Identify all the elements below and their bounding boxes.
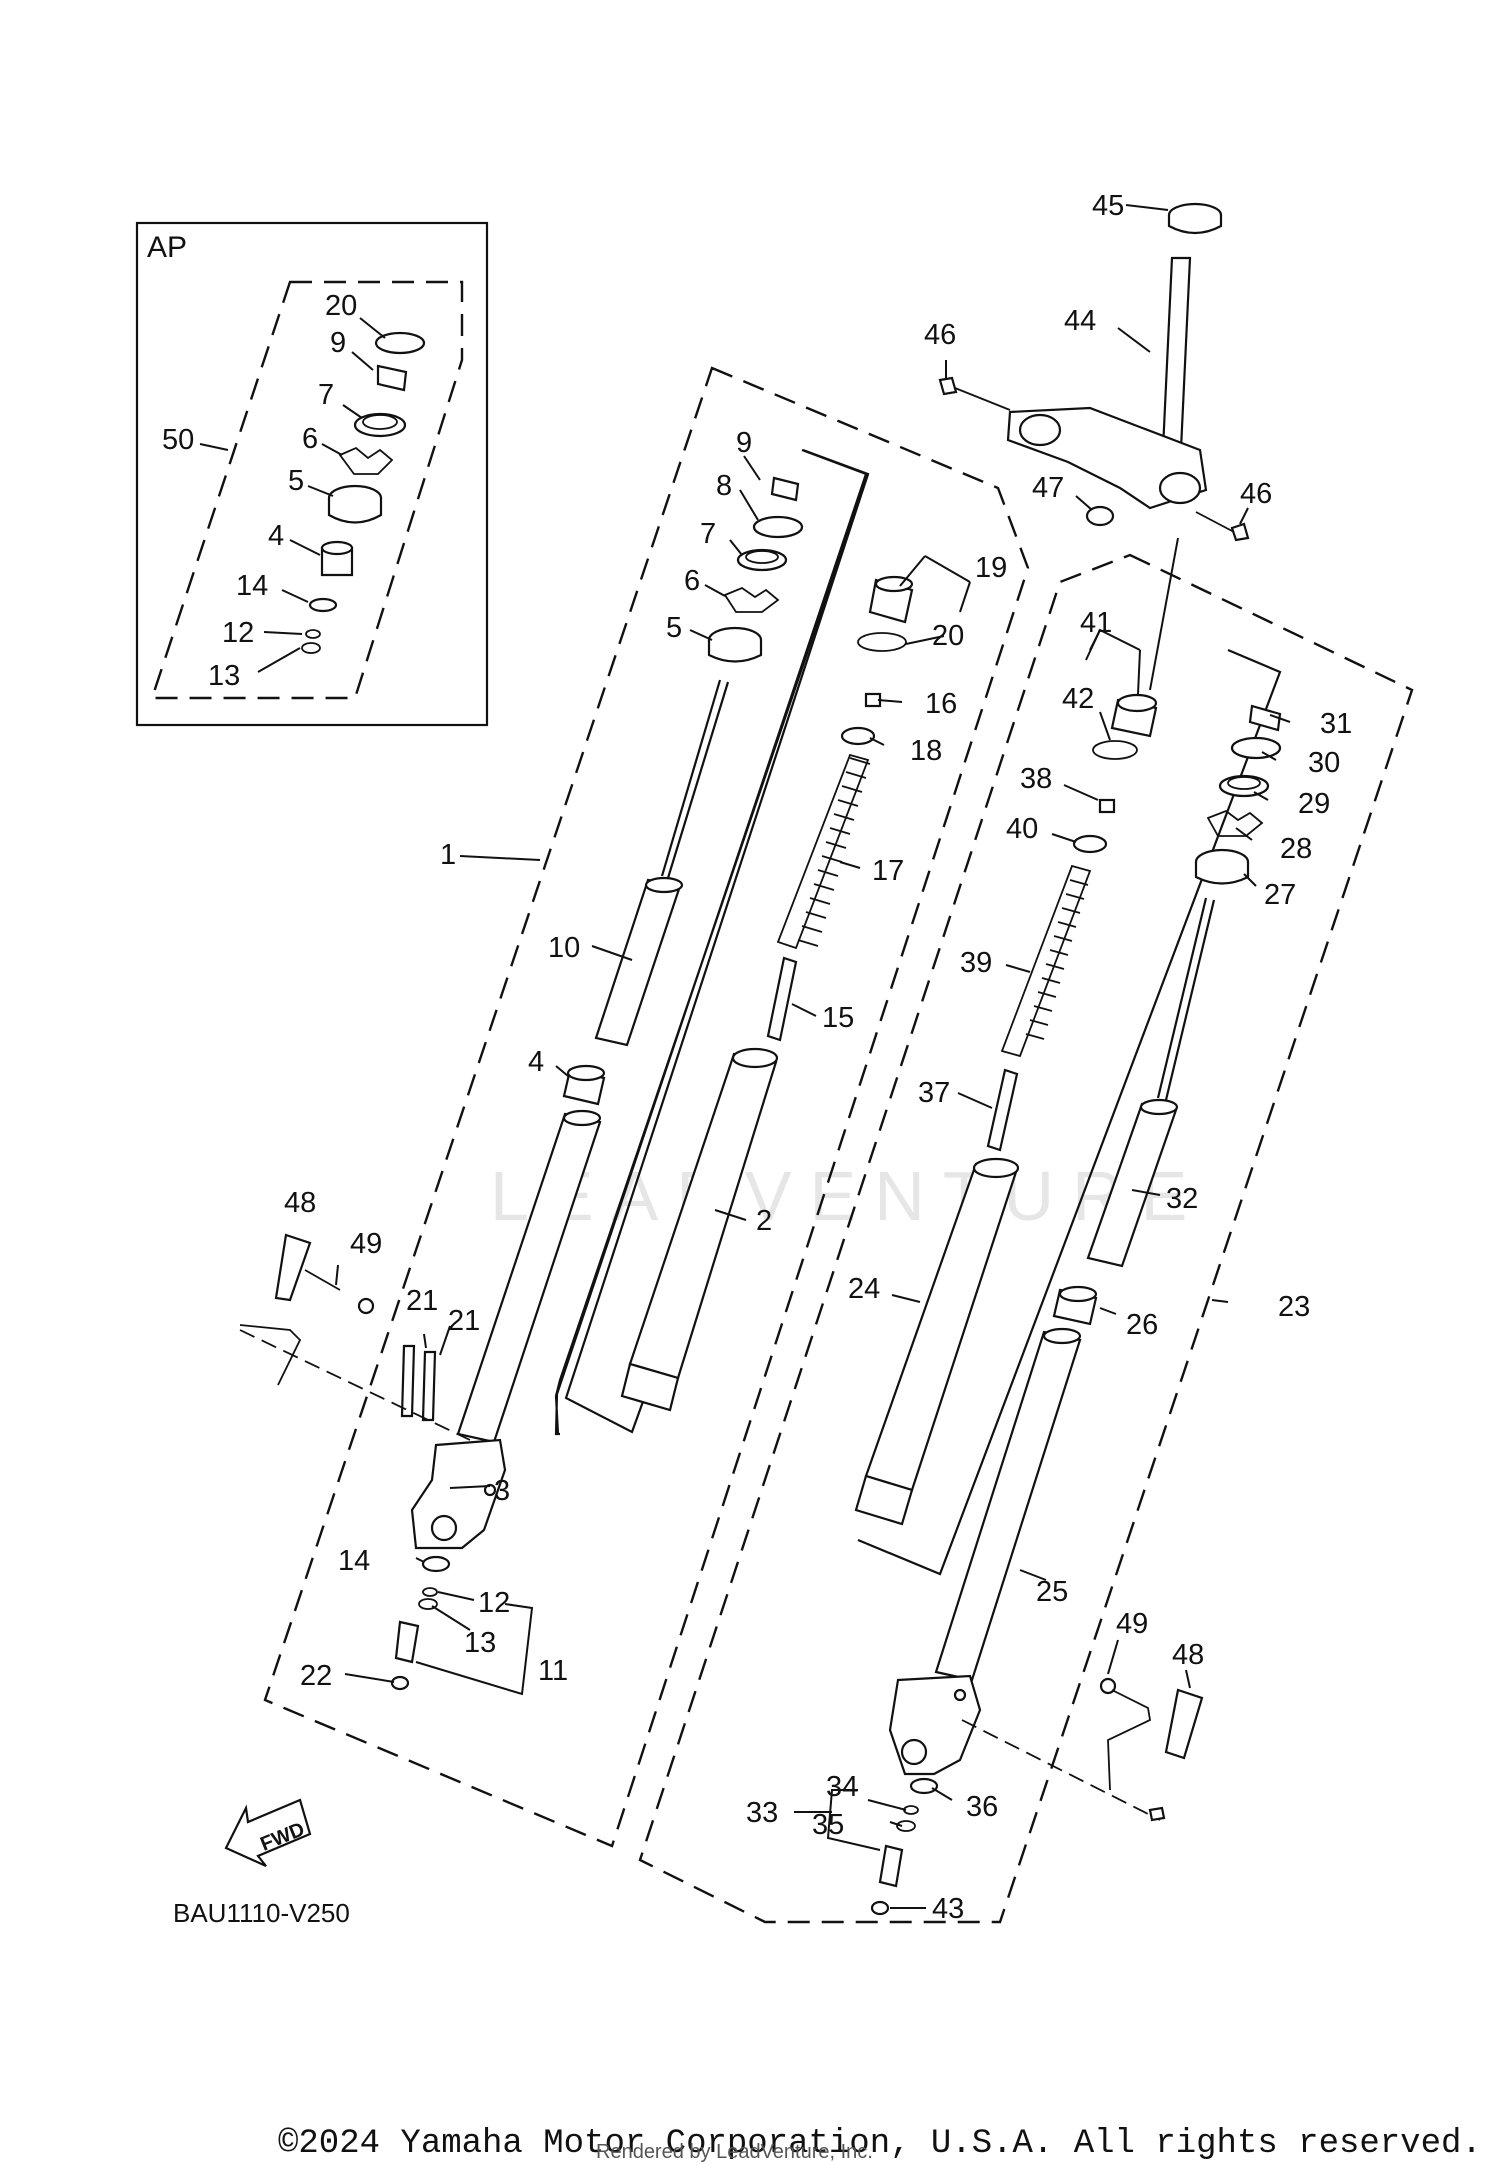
inset-title: AP — [147, 231, 187, 264]
callout-30: 30 — [1308, 747, 1340, 779]
callout-49: 49 — [1116, 1608, 1148, 1640]
callout-48: 48 — [1172, 1639, 1204, 1671]
svg-text:LEADVENTURE: LEADVENTURE — [490, 1157, 1205, 1235]
callout-9: 9 — [736, 427, 752, 459]
callout-14: 14 — [236, 570, 268, 602]
callout-38: 38 — [1020, 763, 1052, 795]
callout-5: 5 — [666, 612, 682, 644]
callout-13: 13 — [464, 1627, 496, 1659]
callout-9: 9 — [330, 327, 346, 359]
callout-47: 47 — [1032, 472, 1064, 504]
callout-14: 14 — [338, 1545, 370, 1577]
callout-15: 15 — [822, 1002, 854, 1034]
right-fork-assembly: 41 42 38 40 39 37 31 30 29 28 27 32 24 2… — [638, 553, 1414, 1925]
callout-7: 7 — [318, 379, 334, 411]
callout-44: 44 — [1064, 305, 1096, 337]
callout-42: 42 — [1062, 683, 1094, 715]
fwd-arrow-icon: FWD — [224, 1798, 312, 1868]
callout-50: 50 — [162, 424, 194, 456]
callout-7: 7 — [700, 518, 716, 550]
callout-28: 28 — [1280, 833, 1312, 865]
callout-45: 45 — [1092, 190, 1124, 222]
watermark: LEADVENTURE — [490, 1157, 1205, 1235]
rendered-by: Rendered by LeadVenture, Inc. — [596, 2141, 873, 2163]
callout-8: 8 — [716, 470, 732, 502]
callout-35: 35 — [812, 1809, 844, 1841]
callout-36: 36 — [966, 1791, 998, 1823]
copyright-notice: ©2024 Yamaha Motor Corporation, U.S.A. A… — [278, 2125, 1482, 2163]
callout-13: 13 — [208, 660, 240, 692]
left-fork-assembly: 9 8 7 6 5 19 20 16 18 17 1 10 15 4 2 48 … — [239, 366, 1030, 1848]
callout-10: 10 — [548, 932, 580, 964]
callout-11: 11 — [538, 1655, 568, 1687]
callout-49: 49 — [350, 1228, 382, 1260]
callout-39: 39 — [960, 947, 992, 979]
callout-4: 4 — [528, 1046, 544, 1078]
callout-12: 12 — [222, 617, 254, 649]
callout-4: 4 — [268, 520, 284, 552]
callout-19: 19 — [975, 552, 1007, 584]
callout-20: 20 — [325, 290, 357, 322]
callout-3: 3 — [494, 1475, 510, 1507]
callout-1: 1 — [440, 839, 456, 871]
callout-2: 2 — [756, 1205, 772, 1237]
callout-46: 46 — [924, 319, 956, 351]
callout-23: 23 — [1278, 1291, 1310, 1323]
callout-16: 16 — [925, 688, 957, 720]
callout-32: 32 — [1166, 1183, 1198, 1215]
callout-40: 40 — [1006, 813, 1038, 845]
ap-inset-box: AP 20 9 7 50 6 5 4 14 12 13 — [135, 221, 489, 727]
callout-20: 20 — [932, 620, 964, 652]
callout-41: 41 — [1080, 607, 1112, 639]
callout-26: 26 — [1126, 1309, 1158, 1341]
callout-17: 17 — [872, 855, 904, 887]
callout-48: 48 — [284, 1187, 316, 1219]
callout-33: 33 — [746, 1797, 778, 1829]
callout-31: 31 — [1320, 708, 1352, 740]
drawing-code: BAU1110-V250 — [173, 1898, 350, 1928]
callout-18: 18 — [910, 735, 942, 767]
callout-21: 21 — [406, 1285, 438, 1317]
callout-25: 25 — [1036, 1576, 1068, 1608]
spring-39 — [1000, 864, 1092, 1058]
callout-22: 22 — [300, 1660, 332, 1692]
callout-21: 21 — [448, 1305, 480, 1337]
callout-34: 34 — [826, 1771, 858, 1803]
callout-37: 37 — [918, 1077, 950, 1109]
callout-46: 46 — [1240, 478, 1272, 510]
steering-stem-assembly: 45 44 46 46 47 — [924, 190, 1272, 691]
callout-6: 6 — [302, 423, 318, 455]
callout-27: 27 — [1264, 879, 1296, 911]
spring-17 — [776, 753, 871, 950]
callout-6: 6 — [684, 565, 700, 597]
callout-24: 24 — [848, 1273, 880, 1305]
callout-5: 5 — [288, 465, 304, 497]
callout-43: 43 — [932, 1893, 964, 1925]
callout-29: 29 — [1298, 788, 1330, 820]
callout-12: 12 — [478, 1587, 510, 1619]
